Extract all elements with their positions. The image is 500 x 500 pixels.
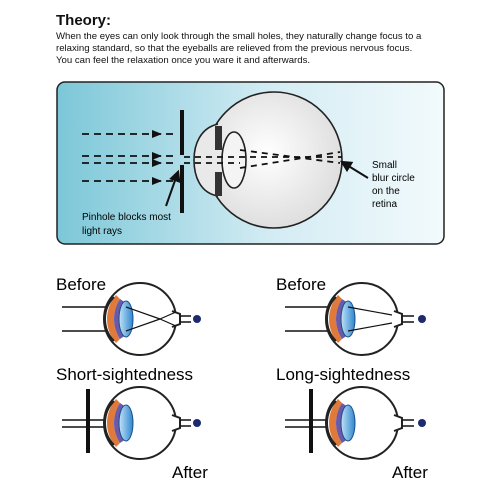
blur-pointer-arrow bbox=[339, 160, 369, 179]
pinhole-plate-top bbox=[180, 110, 184, 155]
right-after-label: After bbox=[392, 463, 428, 482]
right-before-label: Before bbox=[276, 275, 326, 294]
iris-top bbox=[215, 126, 222, 150]
image-point-dot bbox=[193, 315, 201, 323]
left-before-label: Before bbox=[56, 275, 106, 294]
theory-line-2: relaxing standard, so that the eyeballs … bbox=[56, 43, 413, 54]
ray-arrowheads bbox=[152, 130, 162, 185]
theory-line-1: When the eyes can only look through the … bbox=[56, 31, 422, 42]
pinhole-diagram: Pinhole blocks most light rays Small blu… bbox=[56, 81, 445, 245]
theory-line-3: You can feel the relaxation once you war… bbox=[56, 55, 311, 66]
iris-bottom bbox=[215, 172, 222, 196]
long-sighted-before-eye bbox=[285, 282, 426, 356]
pinhole-label-line-1: Pinhole blocks most bbox=[82, 212, 171, 223]
image-point-dot bbox=[418, 315, 426, 323]
blur-label-line-4: retina bbox=[372, 199, 397, 210]
image-point-dot bbox=[418, 419, 426, 427]
short-sightedness-label: Short-sightedness bbox=[56, 365, 193, 384]
pinhole-plate bbox=[309, 389, 313, 453]
theory-paragraph: When the eyes can only look through the … bbox=[56, 31, 456, 67]
blur-label-line-3: on the bbox=[372, 186, 400, 197]
blur-label-line-2: blur circle bbox=[372, 173, 415, 184]
pinhole-pointer-arrow bbox=[165, 169, 181, 207]
short-sighted-after-eye bbox=[62, 386, 201, 460]
lens bbox=[221, 131, 247, 189]
left-after-label: After bbox=[172, 463, 208, 482]
cornea bbox=[193, 123, 219, 197]
blur-label-line-1: Small bbox=[372, 160, 397, 171]
theory-title: Theory: bbox=[56, 12, 112, 29]
long-sightedness-label: Long-sightedness bbox=[276, 365, 410, 384]
long-sighted-after-eye bbox=[285, 386, 426, 460]
converging-rays bbox=[184, 149, 342, 169]
short-sighted-before-eye bbox=[62, 282, 201, 356]
pinhole-plate bbox=[86, 389, 90, 453]
pinhole-plate-bottom bbox=[180, 165, 184, 213]
pinhole-label-line-2: light rays bbox=[82, 226, 122, 237]
image-point-dot bbox=[193, 419, 201, 427]
